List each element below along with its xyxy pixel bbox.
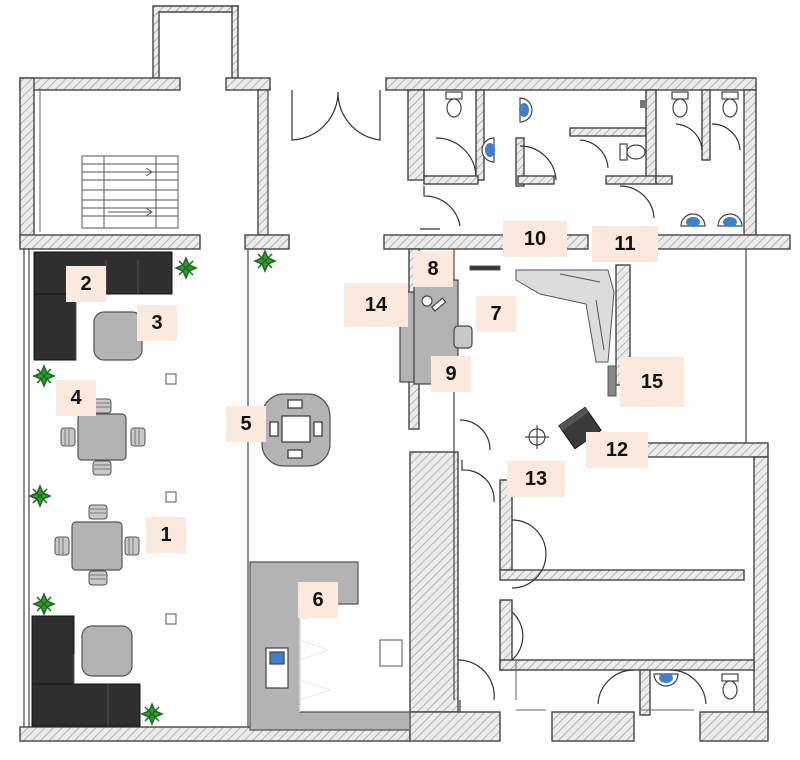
- room-label-8: 8: [413, 251, 453, 287]
- room-label-12: 12: [586, 432, 648, 468]
- room-label-5: 5: [226, 406, 266, 442]
- room-label-9: 9: [431, 356, 471, 392]
- lounge-furniture: [54, 311, 331, 677]
- room-label-4: 4: [56, 380, 96, 416]
- room-label-11: 11: [592, 226, 658, 262]
- room-label-7: 7: [476, 296, 516, 332]
- columns: [165, 373, 403, 667]
- bar-counter: [249, 561, 411, 731]
- room-label-2: 2: [66, 266, 106, 302]
- room-label-1: 1: [146, 517, 186, 553]
- room-label-13: 13: [507, 461, 565, 497]
- doors: [291, 90, 741, 712]
- storage-fixtures: [469, 265, 617, 397]
- room-label-3: 3: [137, 305, 177, 341]
- stairs: [81, 155, 179, 229]
- cross-fixture: [525, 425, 549, 449]
- room-label-15: 15: [620, 357, 684, 407]
- room-label-14: 14: [344, 283, 408, 327]
- room-label-10: 10: [503, 221, 567, 257]
- room-label-6: 6: [298, 582, 338, 618]
- toilets: [445, 91, 739, 700]
